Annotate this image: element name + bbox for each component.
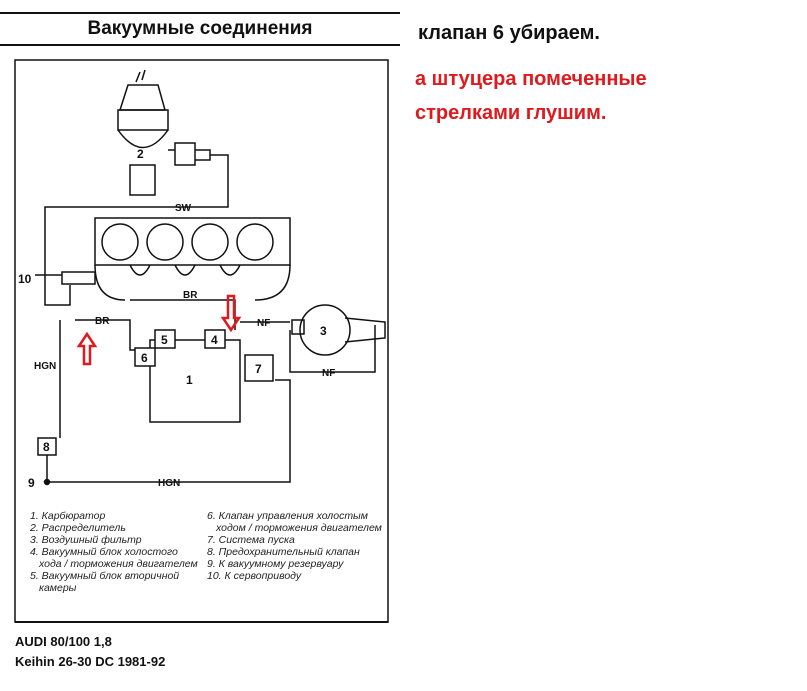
legend-right: 6. Клапан управления холостым ходом / то… — [207, 510, 382, 582]
vacuum-diagram: 2 1 3 4 5 6 7 8 9 10 SW BR BR NF NF HGN … — [14, 59, 389, 623]
label-br-top: BR — [183, 290, 198, 301]
label-2: 2 — [137, 147, 144, 161]
legend-item: 5. Вакуумный блок вторичной — [30, 570, 180, 582]
label-1: 1 — [186, 373, 193, 387]
legend-left: 1. Карбюратор 2. Распределитель 3. Возду… — [30, 510, 198, 594]
note-red-2: стрелками глушим. — [415, 102, 607, 124]
line-nf-bottom — [289, 325, 376, 373]
diagram-title: Вакуумные соединения — [0, 12, 400, 46]
caption-model: AUDI 80/100 1,8 — [15, 634, 112, 649]
label-10: 10 — [18, 272, 32, 286]
legend-item: 10. К сервоприводу — [207, 570, 302, 582]
label-7: 7 — [255, 362, 262, 376]
label-nf-bottom: NF — [322, 368, 335, 379]
legend-item: 6. Клапан управления холостым — [207, 510, 368, 522]
line-hgn — [46, 320, 291, 483]
label-3: 3 — [320, 324, 327, 338]
label-5: 5 — [161, 333, 168, 347]
label-9: 9 — [28, 476, 35, 490]
legend-item: 7. Система пуска — [207, 534, 295, 546]
legend-item: ходом / торможения двигателем — [216, 522, 382, 534]
red-arrow-down-icon — [220, 294, 242, 333]
legend-item: 3. Воздушный фильтр — [30, 534, 142, 546]
line-br-top — [130, 299, 236, 330]
legend-item: 9. К вакуумному резервуару — [207, 558, 344, 570]
label-6: 6 — [141, 351, 148, 365]
carburetor — [149, 339, 241, 423]
line-br-left — [75, 319, 135, 351]
label-br-left: BR — [95, 316, 110, 327]
legend-item: 2. Распределитель — [30, 522, 126, 534]
distributor — [44, 69, 229, 275]
legend-item: хода / торможения двигателем — [39, 558, 198, 570]
note-red-1: а штуцера помеченные — [415, 68, 647, 90]
legend-item: 8. Предохранительный клапан — [207, 546, 360, 558]
legend-item: 1. Карбюратор — [30, 510, 106, 522]
caption-carb: Keihin 26-30 DC 1981-92 — [15, 654, 166, 669]
label-8: 8 — [43, 440, 50, 454]
label-hgn-left: HGN — [34, 361, 56, 372]
engine-block — [35, 217, 291, 306]
label-hgn-bottom: HGN — [158, 478, 180, 489]
label-sw: SW — [175, 203, 192, 214]
red-arrow-up-icon — [76, 331, 98, 366]
note-black: клапан 6 убираем. — [418, 22, 600, 44]
legend-item: 4. Вакуумный блок холостого — [30, 546, 178, 558]
label-4: 4 — [211, 333, 218, 347]
label-nf-right: NF — [257, 318, 270, 329]
legend-item: камеры — [39, 582, 77, 594]
